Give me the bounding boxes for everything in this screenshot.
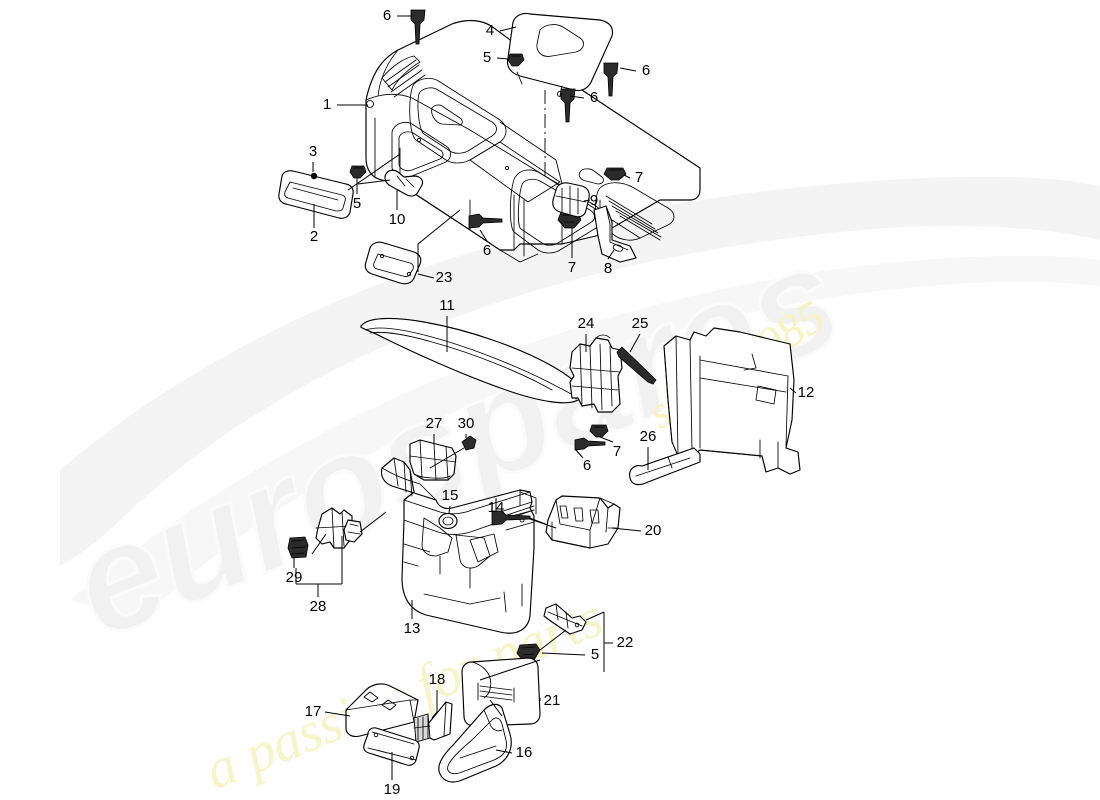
callout-2: 2 — [310, 228, 318, 245]
watermark-swoosh-2 — [70, 255, 1100, 620]
part-16-corner-trim-wedge — [438, 703, 512, 783]
callout-27: 27 — [426, 415, 443, 432]
part-6-rivet-d — [468, 213, 503, 229]
part-11-storage-compartment-lid — [360, 317, 583, 404]
part-29-small-clip — [287, 536, 309, 559]
part-9-latch-catch — [552, 182, 590, 218]
part-28-clip-set — [315, 507, 363, 549]
part-6-rivet-a — [410, 9, 426, 45]
callout-7b: 7 — [568, 259, 576, 276]
part-15-grommet-cap — [438, 512, 458, 530]
callout-30: 30 — [458, 415, 475, 432]
part-26-retainer-strip — [629, 447, 701, 486]
callout-5c: 5 — [591, 646, 599, 663]
callout-22: 22 — [617, 634, 634, 651]
callout-17: 17 — [305, 703, 322, 720]
callout-10: 10 — [389, 211, 406, 228]
callout-5a: 5 — [483, 49, 491, 66]
part-7-clip-c — [589, 424, 609, 438]
part-5-retaining-clip-b — [349, 165, 367, 179]
callout-6a: 6 — [383, 7, 391, 24]
part-6-rivet-b — [603, 62, 619, 97]
part-27-catch-receiver — [409, 439, 457, 481]
part-12-side-trim-panel — [663, 327, 801, 475]
callout-5b: 5 — [353, 195, 361, 212]
callout-14: 14 — [488, 499, 505, 516]
callout-21: 21 — [544, 692, 561, 709]
callout-28: 28 — [310, 598, 327, 615]
part-10-hinge-pin-lever — [384, 169, 424, 197]
part-25-pin-screw — [616, 346, 657, 385]
callout-1: 1 — [323, 96, 331, 113]
callout-3: 3 — [309, 143, 317, 160]
leader-lines — [293, 15, 797, 780]
callout-4: 4 — [486, 22, 494, 39]
callout-26: 26 — [640, 428, 657, 445]
part-6-rivet-e — [574, 437, 606, 451]
callout-16: 16 — [516, 744, 533, 761]
callout-15: 15 — [442, 487, 459, 504]
callout-18: 18 — [429, 671, 446, 688]
watermark-swoosh — [60, 176, 1100, 566]
callout-6d: 6 — [483, 242, 491, 259]
callout-11: 11 — [439, 297, 455, 314]
part-1-center-console-trim-main — [365, 19, 701, 263]
part-24-latch-mechanism — [569, 334, 623, 413]
callout-8: 8 — [604, 260, 612, 277]
callout-6b: 6 — [642, 62, 650, 79]
part-8-mounting-bracket — [593, 205, 637, 263]
callout-13: 13 — [404, 620, 421, 637]
part-3-clip-small — [310, 172, 318, 180]
callout-numbers: 1 2 3 4 5 5 5 6 6 6 6 6 7 7 7 8 9 10 11 … — [286, 7, 815, 798]
callout-20: 20 — [645, 522, 662, 539]
part-20-bracket-assembly — [545, 495, 621, 549]
callout-6e: 6 — [583, 457, 591, 474]
part-7-clip-a — [603, 167, 627, 181]
part-5-retaining-clip-c — [516, 643, 541, 662]
callout-23: 23 — [436, 269, 453, 286]
part-30-screw-pin — [429, 435, 477, 469]
part-5-retaining-clip-a — [507, 53, 525, 67]
callout-29: 29 — [286, 569, 303, 586]
part-18-bracket-wedge — [413, 701, 453, 743]
callout-19: 19 — [384, 781, 401, 798]
callout-7a: 7 — [635, 169, 643, 186]
callout-9: 9 — [590, 192, 598, 209]
callout-24: 24 — [578, 315, 595, 332]
callout-7c: 7 — [613, 443, 621, 460]
part-23-handle-trim — [364, 241, 422, 285]
part-6-rivet-c — [560, 88, 576, 123]
callout-25: 25 — [632, 315, 649, 332]
callout-6c: 6 — [590, 89, 598, 106]
part-2-trim-plate-left — [278, 170, 354, 219]
part-17-cover-panel-triangular — [345, 683, 419, 738]
part-21-cover-flap-panel — [461, 657, 541, 727]
callout-12: 12 — [798, 384, 815, 401]
part-22-bracket-kit — [543, 603, 587, 635]
